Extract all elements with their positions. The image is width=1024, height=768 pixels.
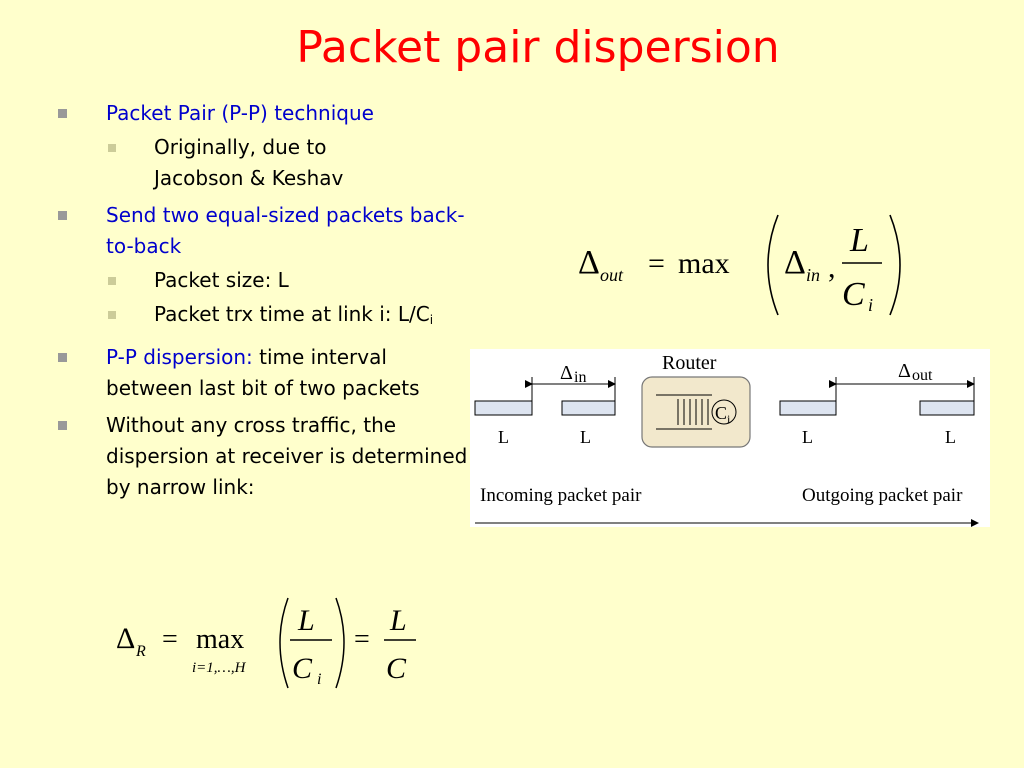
bullet-marker [58, 109, 67, 118]
dispersion-formula-out: Δ out = max Δ in , L C i [578, 214, 901, 316]
bullet-item: Without any cross traffic, the dispersio… [52, 410, 472, 503]
delta-out-sub: out [912, 367, 933, 384]
formula-delta: Δ [116, 622, 135, 655]
incoming-packet [561, 400, 616, 416]
sub-bullet-item: Packet size: L [52, 265, 472, 296]
bullet-text: Without any cross traffic, the dispersio… [106, 413, 468, 499]
router-label: Router [662, 352, 717, 374]
sub-bullet-main: Packet trx time at link i: L/C [154, 302, 430, 326]
formula-left-paren [279, 597, 289, 689]
bullet-rest: time interval between last bit of two pa… [106, 345, 420, 400]
formula-numerator: L [849, 222, 869, 259]
packet-label: L [802, 427, 813, 447]
formula-denominator: C [292, 652, 313, 685]
formula-equals: = [648, 247, 665, 280]
formula-delta-sub: out [600, 265, 624, 285]
packet-label: L [498, 427, 509, 447]
formula-right-paren [335, 597, 345, 689]
sub-bullet-item: Packet trx time at link i: L/Ci [52, 299, 472, 336]
slide-title: Packet pair dispersion [296, 22, 780, 73]
formula-left-paren [767, 214, 779, 316]
delta-in-symbol: Δ [560, 362, 573, 384]
bullet-list: Packet Pair (P-P) technique Originally, … [52, 98, 472, 503]
delta-in-sub: in [574, 369, 586, 386]
bullet-item: P-P dispersion: time interval between la… [52, 342, 472, 404]
formula-numerator: L [297, 604, 315, 637]
outgoing-packet [779, 400, 837, 416]
packet-label: L [945, 427, 956, 447]
link-capacity-circle [711, 399, 737, 425]
sub-bullet-marker [108, 311, 116, 319]
sub-bullet-marker [108, 144, 116, 152]
formula-max: max [678, 247, 730, 280]
formula-denominator-2: C [386, 652, 407, 685]
formula-numerator-2: L [389, 604, 407, 637]
link-capacity: C [715, 403, 727, 423]
formula-max-range: i=1,…,H [192, 660, 247, 676]
delta-out-symbol: Δ [898, 360, 911, 382]
sub-bullet-text: Packet size: L [154, 268, 289, 292]
formula-delta: Δ [578, 244, 600, 281]
bullet-marker [58, 211, 67, 220]
formula-max: max [196, 624, 244, 655]
link-capacity-sub: i [727, 412, 731, 426]
bullet-text: P-P dispersion: time interval between la… [106, 345, 420, 400]
bullet-text: Send two equal-sized packets back-to-bac… [106, 203, 465, 258]
packet-pair-diagram: Δ in L L Router C i Δ out L L Incoming p… [470, 349, 990, 527]
incoming-caption: Incoming packet pair [480, 485, 642, 506]
formula-equals-2: = [354, 624, 370, 655]
formula-comma: , [828, 251, 836, 284]
formula-delta-in-sub: in [806, 265, 820, 285]
sub-bullet-item: Originally, due to Jacobson & Keshav [52, 132, 472, 194]
sub-bullet-subscript: i [429, 313, 434, 327]
bullet-highlight: P-P dispersion: [106, 345, 253, 369]
formula-right-paren [889, 214, 901, 316]
packet-label: L [580, 427, 591, 447]
bullet-text: Packet Pair (P-P) technique [106, 101, 374, 125]
formula-denominator-sub: i [317, 671, 321, 688]
incoming-packet [474, 400, 533, 416]
outgoing-caption: Outgoing packet pair [802, 485, 963, 506]
bullet-marker [58, 353, 67, 362]
outgoing-packet [919, 400, 975, 416]
sub-bullet-text: Originally, due to Jacobson & Keshav [154, 135, 344, 190]
sub-bullet-marker [108, 277, 116, 285]
sub-bullet-text: Packet trx time at link i: L/Ci [154, 299, 454, 336]
formula-denominator: C [842, 276, 865, 313]
formula-equals: = [162, 624, 178, 655]
formula-denominator-sub: i [868, 295, 873, 315]
dispersion-formula-receiver: Δ R = max i=1,…,H L C i = L C [116, 597, 416, 689]
bullet-marker [58, 421, 67, 430]
formula-delta-sub: R [135, 643, 146, 660]
bullet-item: Send two equal-sized packets back-to-bac… [52, 200, 472, 262]
bullet-item: Packet Pair (P-P) technique [52, 98, 472, 129]
formula-delta-in: Δ [784, 244, 806, 281]
